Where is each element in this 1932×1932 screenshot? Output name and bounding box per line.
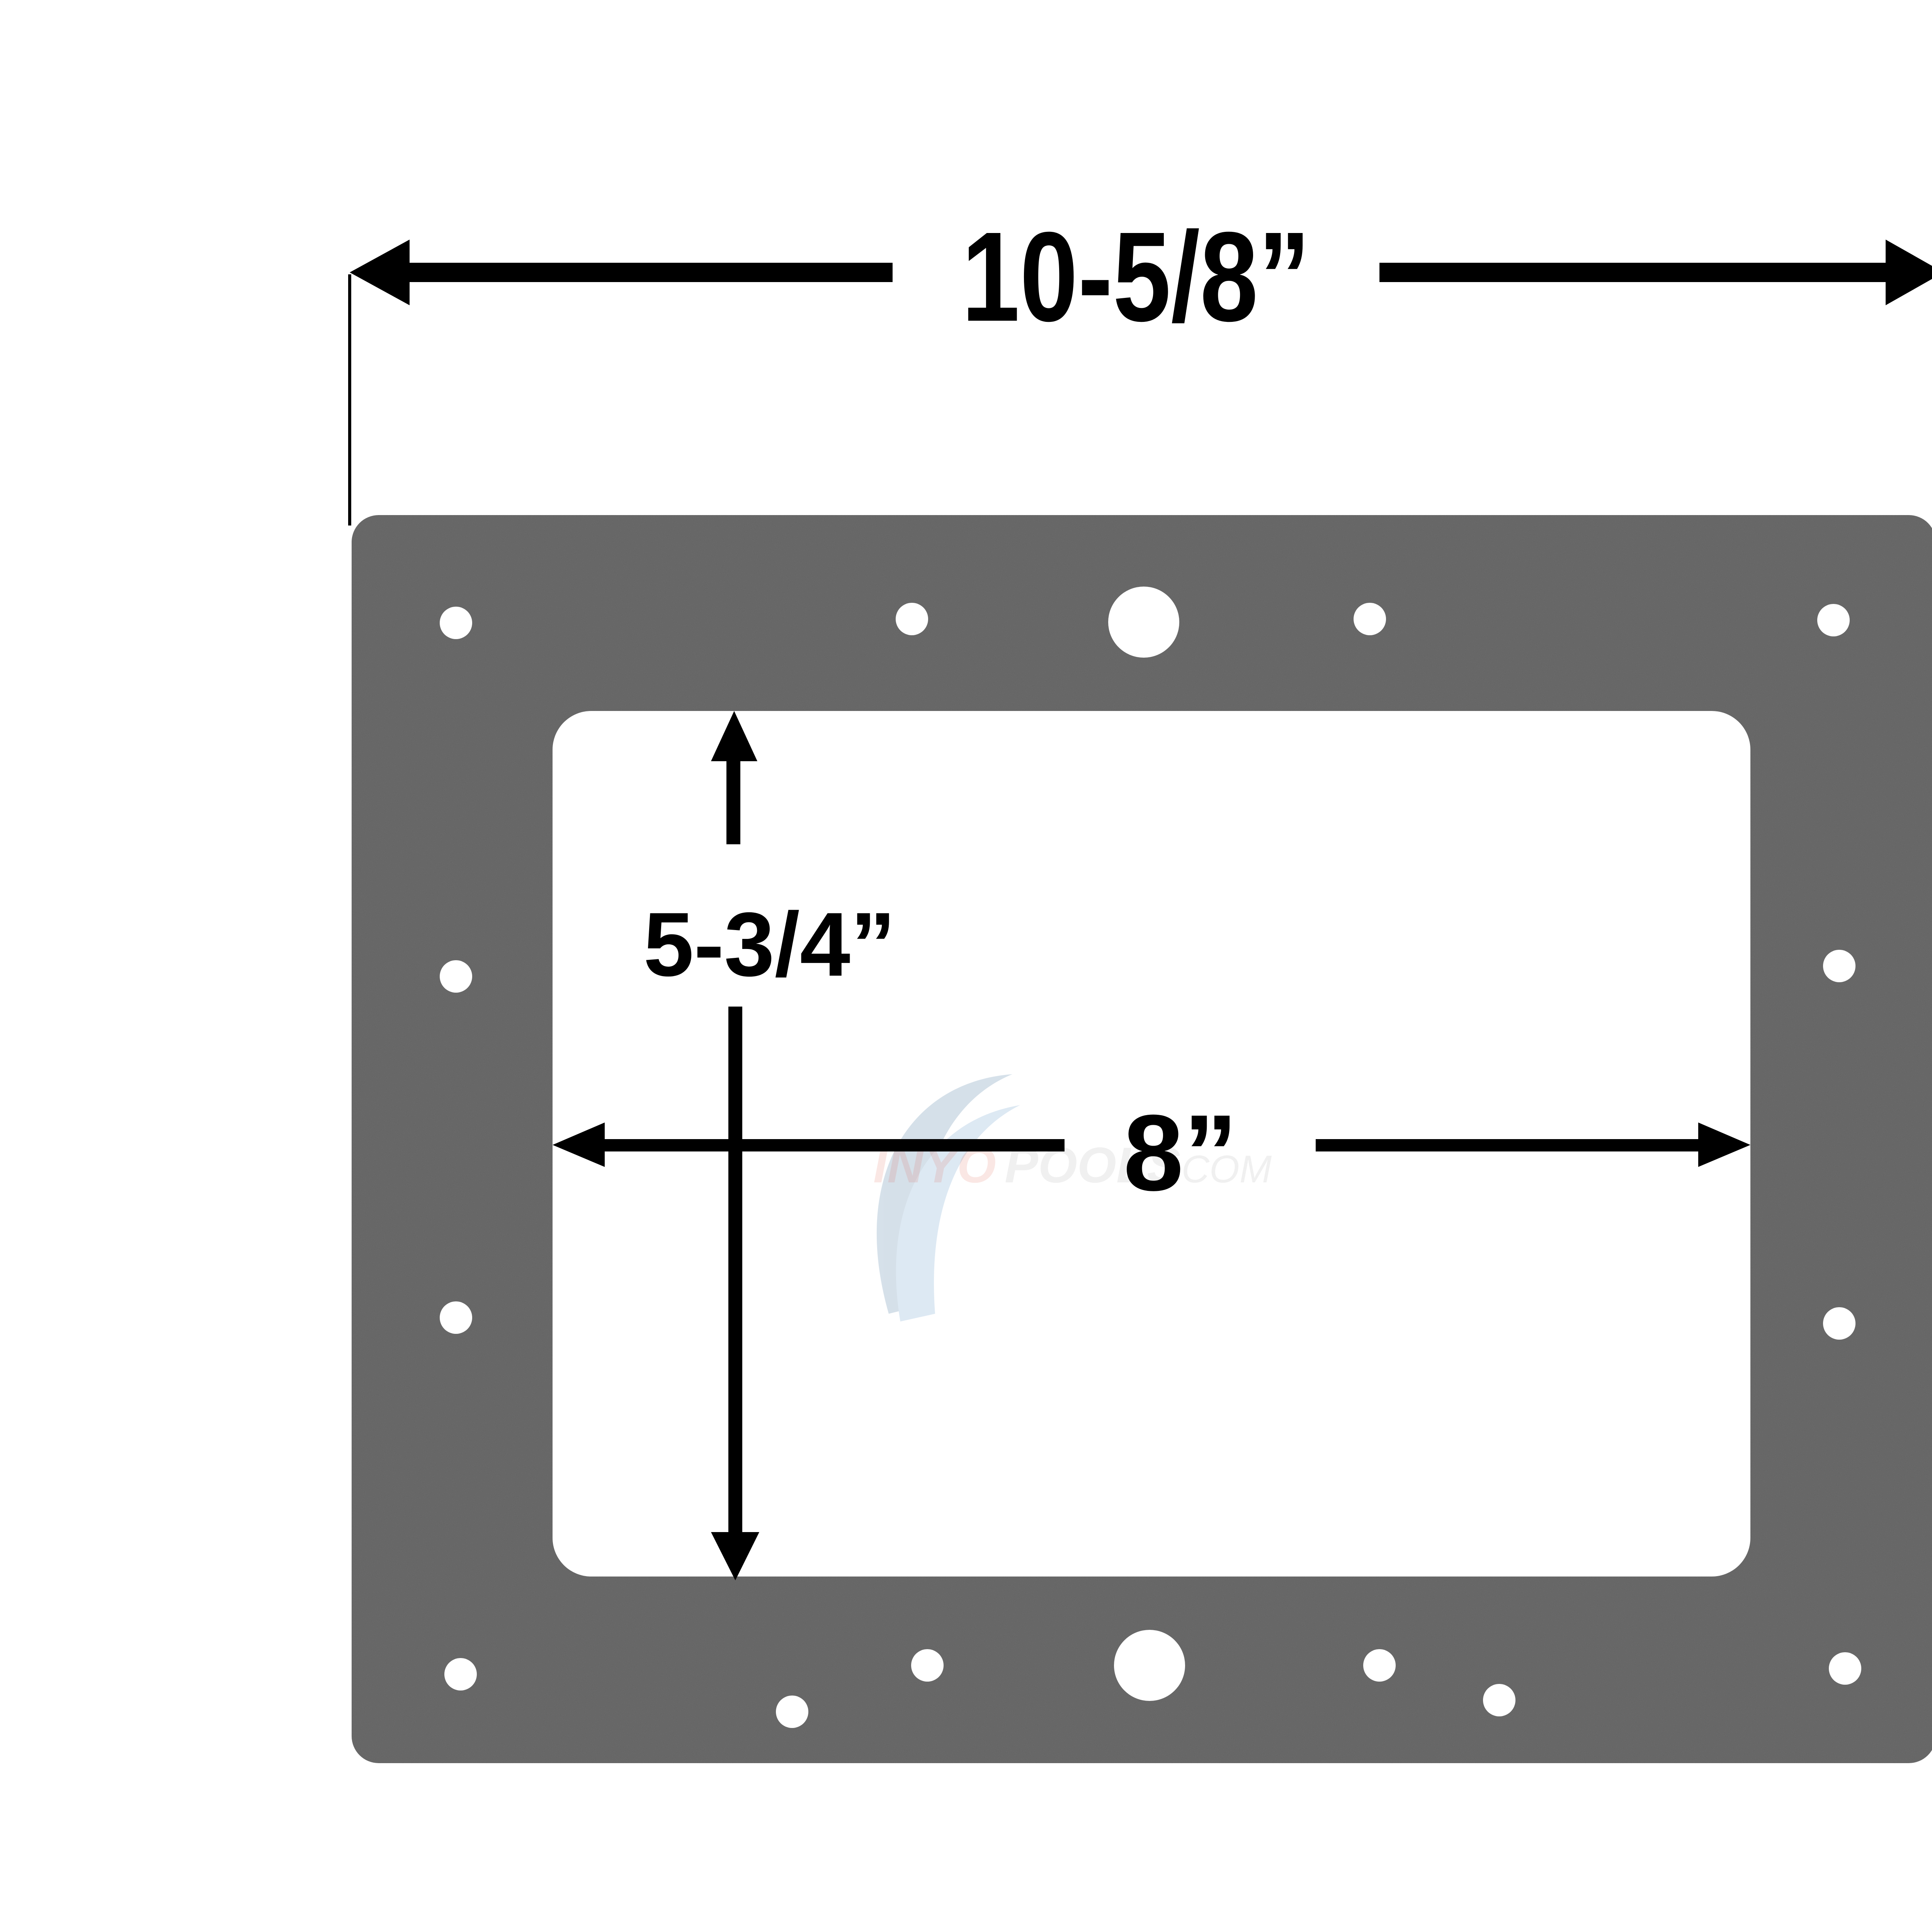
overall-width-dimension: 10-5/8” bbox=[348, 205, 1932, 526]
arrowhead-right-icon bbox=[1698, 1122, 1750, 1167]
arrowhead-up-icon bbox=[711, 711, 757, 761]
arrowhead-down-icon bbox=[711, 1532, 759, 1580]
opening-width-dimension: 8” bbox=[553, 1093, 1750, 1213]
opening-width-label: 8” bbox=[1123, 1093, 1238, 1213]
opening-height-label: 5-3/4” bbox=[643, 893, 896, 995]
arrowhead-right-icon bbox=[1886, 240, 1932, 305]
opening-height-dimension: 5-3/4” bbox=[643, 711, 896, 1580]
watermark-logo bbox=[876, 1074, 1020, 1321]
svg-text:.COM: .COM bbox=[1171, 1148, 1272, 1191]
overall-width-label: 10-5/8” bbox=[962, 205, 1311, 348]
arrowhead-left-icon bbox=[553, 1122, 605, 1167]
arrowhead-left-icon bbox=[350, 240, 410, 305]
